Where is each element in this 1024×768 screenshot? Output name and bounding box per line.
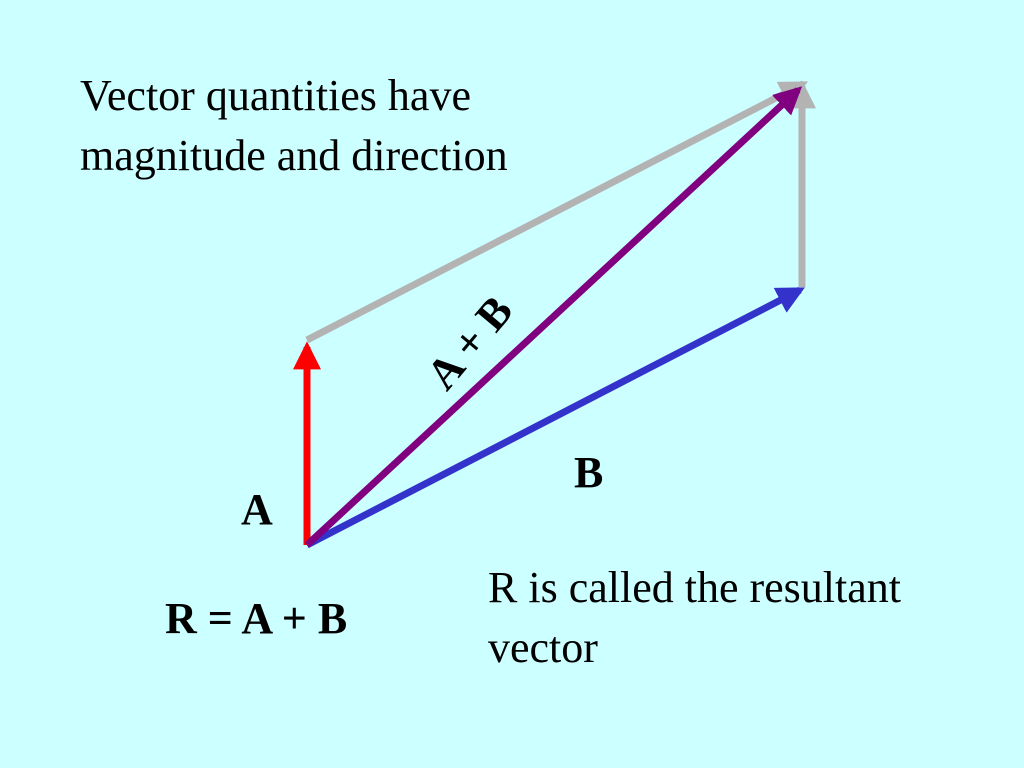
vector-b-arrow — [305, 286, 805, 549]
vector-b-label: B — [574, 448, 604, 497]
vector-a-label: A — [241, 485, 273, 534]
vector-b-translated-arrow — [305, 80, 808, 344]
resultant-note: R is called the resultant vector — [488, 563, 901, 672]
resultant-equation: R = A + B — [165, 594, 348, 643]
intro-text: Vector quantities have magnitude and dir… — [80, 71, 508, 180]
resultant-arrow — [304, 86, 803, 548]
